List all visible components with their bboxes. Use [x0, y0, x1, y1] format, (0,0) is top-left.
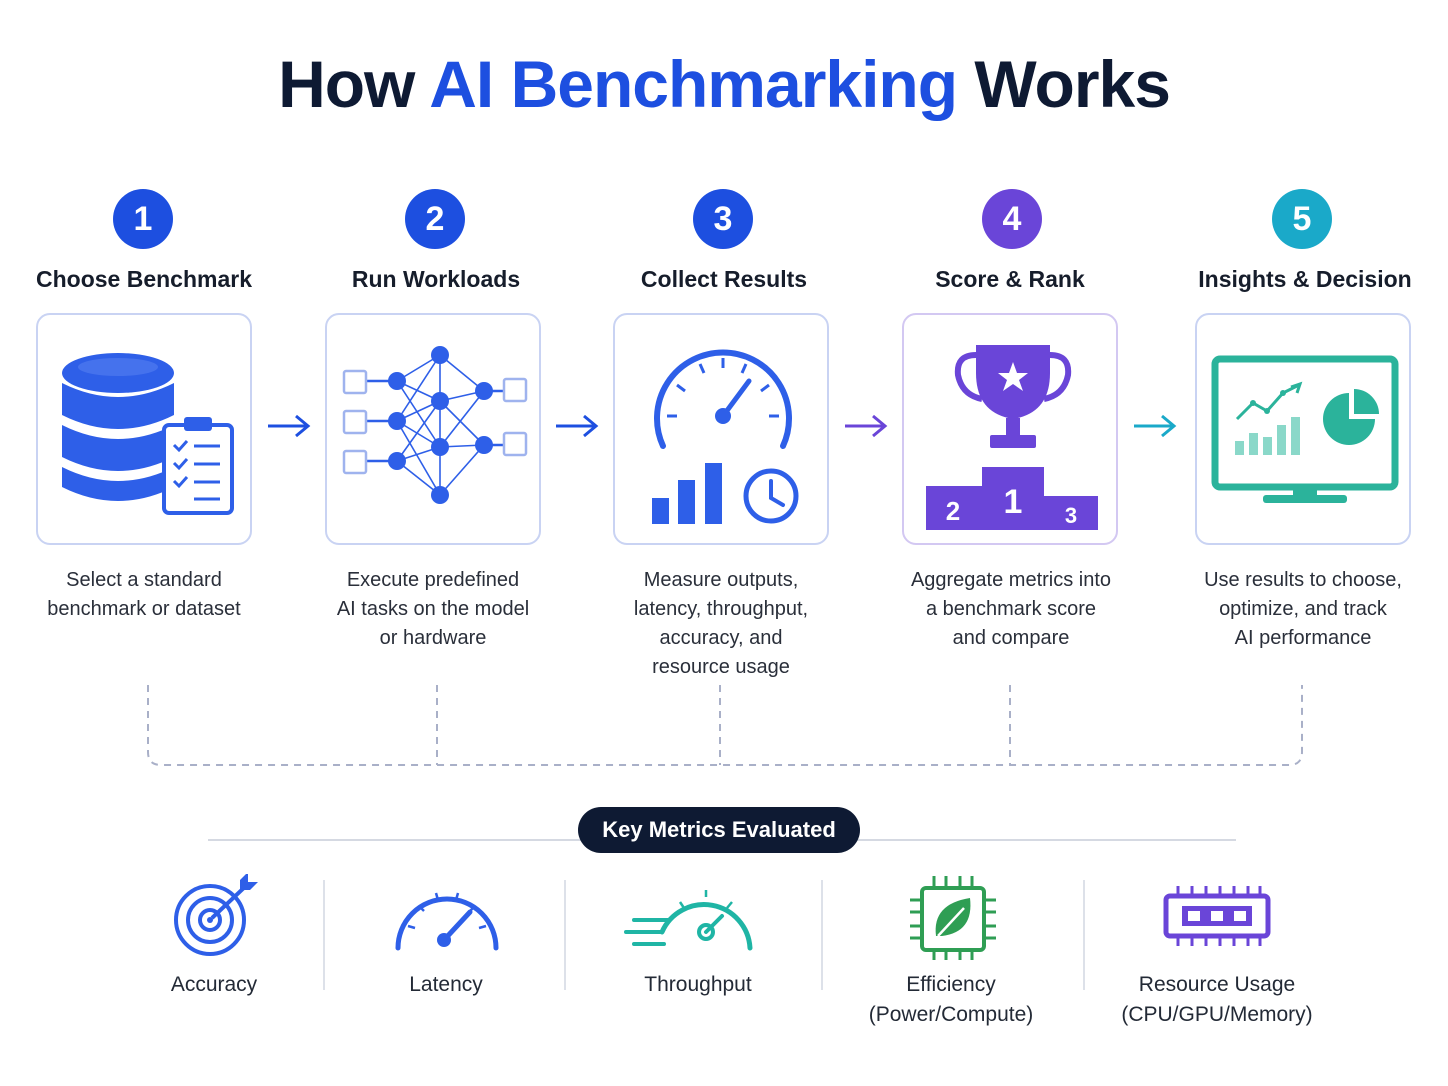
step-1-title: Choose Benchmark — [35, 266, 252, 292]
metric-separator — [1083, 880, 1085, 990]
arrow-right-icon — [845, 414, 888, 438]
title-prefix: How — [278, 47, 430, 121]
step-1-desc: Select a standard benchmark or dataset — [14, 566, 274, 624]
speedometer-icon — [395, 892, 499, 951]
podium-first-label: 1 — [1004, 483, 1023, 521]
metric-label-line: Latency — [409, 973, 483, 996]
title-suffix: Works — [957, 47, 1171, 121]
metric-label-resource-usage: Resource Usage (CPU/GPU/Memory) — [1087, 970, 1347, 1030]
step-3-desc-line: Measure outputs, — [643, 569, 799, 591]
step-3-card — [613, 313, 829, 545]
metric-label-line: (Power/Compute) — [868, 1003, 1034, 1026]
page-title: How AI Benchmarking Works — [0, 46, 1448, 122]
step-4-card: 1 2 3 — [902, 313, 1118, 545]
step-2-desc-line: AI tasks on the model — [336, 598, 530, 620]
step-3-title: Collect Results — [640, 266, 808, 292]
database-clipboard-icon — [62, 353, 234, 515]
step-1-card — [36, 313, 252, 545]
metric-separator — [323, 880, 325, 990]
arrow-right-icon — [268, 414, 311, 438]
step-4-desc: Aggregate metrics into a benchmark score… — [881, 566, 1141, 653]
title-highlight: AI Benchmarking — [429, 47, 958, 121]
step-3-desc-line: resource usage — [652, 656, 790, 678]
step-5-number: 5 — [1272, 189, 1332, 249]
step-2-desc-line: Execute predefined — [346, 569, 520, 591]
metric-separator — [821, 880, 823, 990]
metric-label-line: Throughput — [644, 973, 752, 996]
step-2-desc: Execute predefined AI tasks on the model… — [303, 566, 563, 653]
step-5-desc-line: AI performance — [1234, 627, 1372, 649]
step-5-desc-line: Use results to choose, — [1204, 569, 1402, 591]
metric-label-latency: Latency — [316, 970, 576, 1000]
step-1-desc-line: Select a standard — [66, 569, 222, 591]
metric-label-throughput: Throughput — [568, 970, 828, 1000]
trophy-podium-icon: 1 2 3 — [926, 345, 1098, 530]
gauge-chart-clock-icon — [652, 349, 799, 524]
metric-separator — [564, 880, 566, 990]
step-2-card — [325, 313, 541, 545]
metric-label-line: Accuracy — [170, 973, 258, 996]
podium-second-label: 2 — [946, 496, 960, 526]
step-4-number: 4 — [982, 189, 1042, 249]
step-4-desc-line: a benchmark score — [925, 598, 1097, 620]
step-1-number: 1 — [113, 189, 173, 249]
target-icon — [174, 874, 258, 956]
monitor-dashboard-icon — [1211, 355, 1399, 503]
leaf-chip-icon — [910, 876, 996, 960]
fast-gauge-icon — [624, 890, 753, 951]
metric-label-line: Resource Usage — [1138, 973, 1296, 996]
step-3-desc: Measure outputs, latency, throughput, ac… — [591, 566, 851, 682]
step-2-desc-line: or hardware — [379, 627, 487, 649]
arrow-right-icon — [1134, 414, 1177, 438]
podium-third-label: 3 — [1065, 503, 1077, 528]
step-5-desc-line: optimize, and track — [1219, 598, 1387, 620]
step-5-title: Insights & Decision — [1198, 266, 1412, 292]
step-3-number: 3 — [693, 189, 753, 249]
step-4-title: Score & Rank — [935, 266, 1085, 292]
metric-label-accuracy: Accuracy — [84, 970, 344, 1000]
step-3-desc-line: accuracy, and — [659, 627, 783, 649]
metric-label-line: (CPU/GPU/Memory) — [1121, 1003, 1313, 1026]
metrics-heading: Key Metrics Evaluated — [578, 807, 860, 853]
metric-label-line: Efficiency — [906, 973, 996, 996]
step-5-desc: Use results to choose, optimize, and tra… — [1173, 566, 1433, 653]
memory-module-icon — [1163, 886, 1271, 946]
step-1-desc-line: benchmark or dataset — [47, 598, 241, 620]
step-4-desc-line: Aggregate metrics into — [910, 569, 1112, 591]
arrow-right-icon — [556, 414, 599, 438]
neural-network-icon — [342, 346, 528, 504]
metric-label-efficiency: Efficiency (Power/Compute) — [821, 970, 1081, 1030]
step-3-desc-line: latency, throughput, — [633, 598, 809, 620]
step-2-number: 2 — [405, 189, 465, 249]
step-5-card — [1195, 313, 1411, 545]
step-2-title: Run Workloads — [351, 266, 521, 292]
step-4-desc-line: and compare — [952, 627, 1070, 649]
